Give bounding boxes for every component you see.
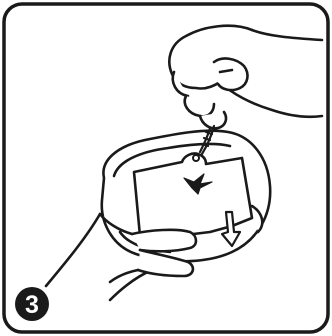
cover-tab-hole xyxy=(193,155,199,161)
step-number: 3 xyxy=(25,291,39,319)
numbered-circle-icon: 3 xyxy=(15,287,49,321)
upper-hand xyxy=(169,26,322,129)
